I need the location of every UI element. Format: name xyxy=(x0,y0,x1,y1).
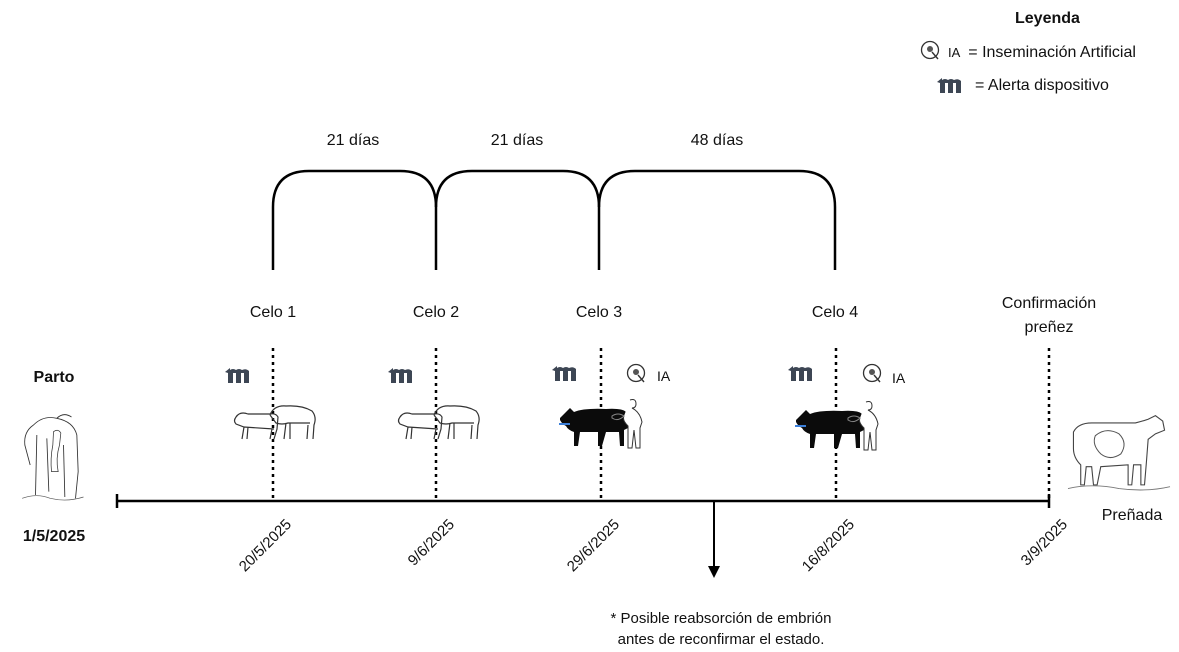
ia-icon-3 xyxy=(626,363,646,383)
legend-title: Leyenda xyxy=(1015,10,1080,27)
event-label-4: Celo 4 xyxy=(811,304,859,321)
alert-icon-3 xyxy=(552,366,576,381)
legend-alert-row: = Alerta dispositivo xyxy=(975,76,1109,95)
note-line-2: antes de reconfirmar el estado. xyxy=(617,631,825,648)
insemination-icon-4 xyxy=(795,401,879,451)
event-label-1: Celo 1 xyxy=(249,304,297,321)
confirmation-label-line2: preñez xyxy=(1024,319,1074,336)
note-line-1: * Posible reabsorción de embrión xyxy=(610,610,832,627)
legend-ia-row: IA = Inseminación Artificial xyxy=(944,43,1136,62)
pregnant-cow-icon xyxy=(1067,415,1171,491)
legend-alert-text: = Alerta dispositivo xyxy=(975,77,1109,94)
alert-icon-2 xyxy=(388,368,412,383)
start-title: Parto xyxy=(33,369,75,386)
event-label-3: Celo 3 xyxy=(575,304,623,321)
calving-cow-icon xyxy=(21,414,85,501)
note: * Posible reabsorción de embrión antes d… xyxy=(611,608,832,650)
legend-ia-icon xyxy=(920,40,940,60)
interval-arc-1 xyxy=(271,169,438,270)
ia-label-4: IA xyxy=(892,370,906,386)
alert-icon-1 xyxy=(225,368,249,383)
mount-icon-1 xyxy=(233,405,316,440)
event-label-2: Celo 2 xyxy=(412,304,460,321)
note-arrow-head xyxy=(708,566,720,578)
start-date: 1/5/2025 xyxy=(22,528,86,545)
end-label: Preñada xyxy=(1101,507,1163,524)
legend-ia-text: = Inseminación Artificial xyxy=(968,44,1136,61)
legend-ia-abbr: IA xyxy=(948,45,961,60)
interval-label-1: 21 días xyxy=(326,132,380,149)
mount-icon-2 xyxy=(397,405,480,440)
legend-alert-icon xyxy=(937,78,961,93)
interval-label-3: 48 días xyxy=(690,132,744,149)
confirmation-label-line1: Confirmación xyxy=(1001,295,1097,312)
ia-icon-4 xyxy=(862,363,882,383)
interval-arc-2 xyxy=(434,169,601,270)
ia-label-3: IA xyxy=(657,368,671,384)
alert-icon-4 xyxy=(788,366,812,381)
interval-label-2: 21 días xyxy=(490,132,544,149)
interval-arc-3 xyxy=(597,169,837,270)
